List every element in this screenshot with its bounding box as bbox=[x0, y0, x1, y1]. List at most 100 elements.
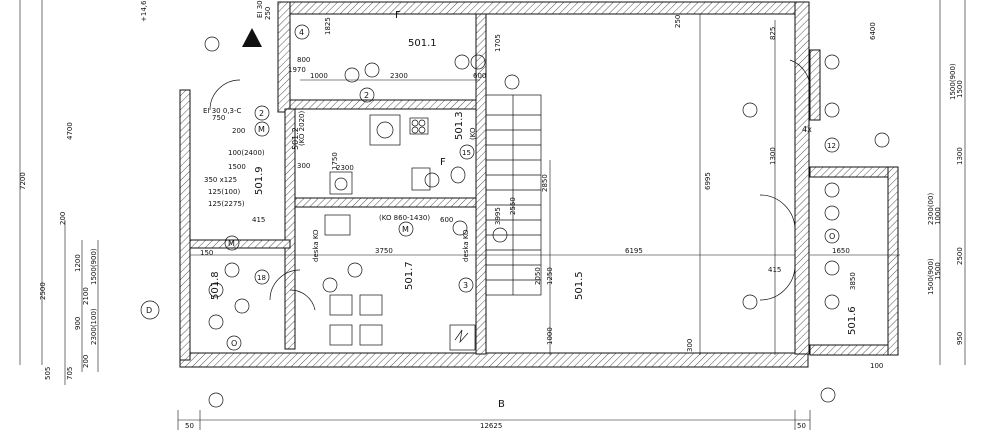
bubble-6: 18 bbox=[257, 274, 266, 282]
dimension-texts: 250 250 1825 1705 825 6400 7200 4700 120… bbox=[19, 7, 964, 430]
dim-1250: 1250 bbox=[546, 267, 554, 285]
right-wall bbox=[794, 1, 810, 355]
dim-300b: 300 bbox=[686, 339, 694, 352]
dim-right-8: 950 bbox=[956, 332, 964, 345]
bubble-0: 4 bbox=[299, 28, 304, 37]
room-501-8: 501.8 bbox=[210, 271, 221, 300]
room-501-3: 501.3 bbox=[454, 111, 465, 140]
dim-left-1: 4700 bbox=[66, 122, 74, 140]
dim-1000: 1000 bbox=[546, 327, 554, 345]
axis-d-label: D bbox=[146, 306, 152, 315]
door-label-1: 100(2400) bbox=[228, 149, 265, 157]
dim-top-0: 250 bbox=[264, 7, 272, 20]
dim-2050: 2050 bbox=[534, 267, 542, 285]
ko-label-1: (KO 860-1430) bbox=[379, 214, 430, 222]
dim-left-6: 2300(100) bbox=[90, 308, 98, 345]
mid-wall-1 bbox=[289, 99, 477, 110]
bubble-12: 4x bbox=[802, 125, 812, 134]
dim-3995: 3995 bbox=[494, 207, 502, 225]
dim-top-2: 1825 bbox=[324, 17, 332, 35]
room-501-6: 501.6 bbox=[847, 306, 858, 335]
dim-1970: 1970 bbox=[288, 66, 306, 74]
dim-top-4: 250 bbox=[674, 15, 682, 28]
dimension-lines bbox=[19, 0, 966, 430]
dim-bottom-0: 50 bbox=[185, 422, 194, 430]
dim-300: 300 bbox=[297, 162, 310, 170]
dim-100: 100 bbox=[870, 362, 883, 370]
dim-top-3: 1705 bbox=[494, 34, 502, 52]
doors bbox=[209, 59, 811, 311]
mid-wall-3 bbox=[284, 108, 296, 350]
chair-4 bbox=[359, 324, 383, 346]
door-label-2: 125(100) bbox=[208, 188, 240, 196]
bubble-2: 2 bbox=[364, 91, 369, 100]
stove bbox=[409, 117, 429, 135]
dim-800: 800 bbox=[297, 56, 310, 64]
mid-wall-2 bbox=[289, 197, 477, 208]
balcony-right bbox=[887, 166, 899, 356]
dim-top-5: 825 bbox=[769, 27, 777, 40]
ko-label-4: deska KO bbox=[312, 229, 320, 262]
bubble-1: 2 bbox=[259, 109, 264, 118]
dim-3850: 3850 bbox=[849, 272, 857, 290]
dim-top-6: 6400 bbox=[869, 22, 877, 40]
balcony-bottom bbox=[809, 344, 891, 356]
chair bbox=[329, 294, 353, 316]
bubble-5: M bbox=[402, 225, 409, 234]
dim-3750: 3750 bbox=[375, 247, 393, 255]
elevation-label: +14,680 bbox=[140, 0, 148, 22]
dim-right-7: 1500(900) bbox=[927, 258, 935, 295]
room-501-9: 501.9 bbox=[254, 166, 265, 195]
ko-label-2: (KO 2020) bbox=[298, 111, 306, 146]
section-f-lower: F bbox=[440, 157, 446, 168]
left-wall bbox=[179, 89, 191, 361]
dim-200: 200 bbox=[232, 127, 245, 135]
dim-600: 600 bbox=[473, 72, 486, 80]
mid-wall-4 bbox=[189, 239, 291, 249]
section-f-upper: F bbox=[395, 10, 401, 21]
bubble-10: O bbox=[829, 232, 835, 241]
room-501-7: 501.7 bbox=[404, 261, 415, 290]
dim-left-10: 705 bbox=[66, 367, 74, 380]
balcony-top bbox=[809, 166, 891, 178]
dim-right-1: 1500(900) bbox=[949, 63, 957, 100]
room-501-5: 501.5 bbox=[574, 271, 585, 300]
dim-left-3: 2500 bbox=[39, 282, 47, 300]
door-label-3: 125(2275) bbox=[208, 200, 245, 208]
dim-1500: 1500 bbox=[228, 163, 246, 171]
shower bbox=[369, 114, 401, 146]
section-b-lower: B bbox=[498, 399, 505, 410]
fire-door-label: EI 30 0,3-C bbox=[203, 107, 242, 115]
bubble-9: O bbox=[231, 339, 237, 348]
kitchen-sink bbox=[324, 214, 351, 236]
door-label-4: 350 x125 bbox=[204, 176, 237, 184]
dim-right-5: 2500 bbox=[956, 247, 964, 265]
stairs bbox=[485, 94, 542, 296]
misc-labels: +14,680 EI 30 0,3-C EI 30 0,3 100(2400) … bbox=[140, 0, 505, 410]
dim-right-6: 1500 bbox=[934, 262, 942, 280]
dim-left-8: 200 bbox=[59, 212, 67, 225]
bubble-11: 12 bbox=[827, 142, 836, 150]
bubble-8: 3 bbox=[463, 281, 468, 290]
dim-2850: 2850 bbox=[541, 174, 549, 192]
axis-d-bubble bbox=[140, 300, 160, 320]
bubble-7: M bbox=[228, 239, 235, 248]
dim-2550: 2550 bbox=[509, 197, 517, 215]
window-left bbox=[809, 49, 821, 121]
dim-1750: 1750 bbox=[331, 152, 339, 170]
room-labels: 501.1 501.2 501.3 501.5 501.6 501.7 501.… bbox=[210, 38, 858, 335]
dim-left-0: 7200 bbox=[19, 172, 27, 190]
dim-6995: 6995 bbox=[704, 172, 712, 190]
chair-2 bbox=[359, 294, 383, 316]
dim-415: 415 bbox=[768, 266, 781, 274]
dim-left-7: 900 bbox=[74, 317, 82, 330]
dim-2300: 2300 bbox=[390, 72, 408, 80]
bubble-3: M bbox=[258, 125, 265, 134]
dim-bottom-1: 12625 bbox=[480, 422, 502, 430]
dim-right-4: 2300(00) bbox=[927, 193, 935, 225]
dim-1000: 1000 bbox=[310, 72, 328, 80]
toilet-bowl bbox=[450, 166, 466, 184]
room-501-2: 501.2 bbox=[291, 127, 300, 150]
upper-left-wall bbox=[277, 1, 291, 113]
